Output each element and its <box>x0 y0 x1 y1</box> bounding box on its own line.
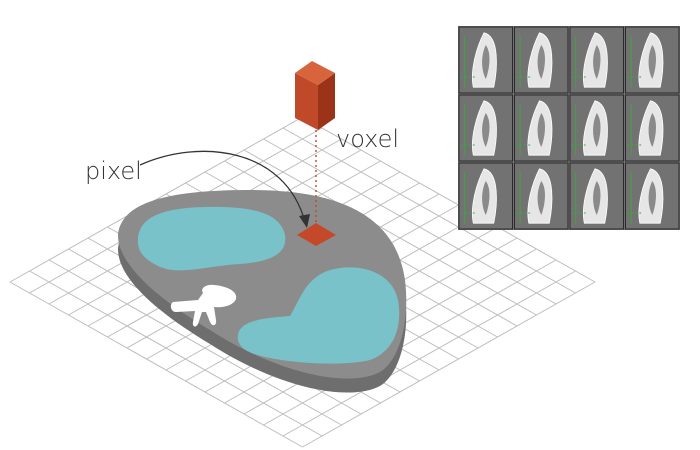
grid-line <box>9 281 303 448</box>
grid-line <box>282 270 576 437</box>
tooth-canal-shape <box>537 45 545 80</box>
grid-line <box>302 281 596 448</box>
body-slice <box>117 190 407 393</box>
pixel-square <box>297 223 336 246</box>
grid-line <box>9 116 303 283</box>
grid-line <box>302 116 596 283</box>
voxel-side-face <box>318 73 335 130</box>
grid-line <box>263 138 557 305</box>
ct-slice-image <box>625 26 680 94</box>
ct-slice-image <box>458 26 513 94</box>
ct-slice-image <box>569 94 624 162</box>
ct-slice-image <box>514 26 569 94</box>
voxel-front-face <box>295 73 318 130</box>
ct-image-panel <box>458 26 680 230</box>
voxel-cube <box>295 61 335 130</box>
tooth-canal-shape <box>593 113 601 148</box>
tooth-canal-shape <box>593 45 601 80</box>
vertebra-shape <box>170 284 237 327</box>
tooth-canal-shape <box>482 45 490 80</box>
left-tissue-region <box>137 206 286 271</box>
grid-line <box>263 259 557 426</box>
pixel-label: pixel <box>85 157 142 185</box>
tooth-canal-shape <box>648 113 656 148</box>
tooth-canal-shape <box>648 45 656 80</box>
voxel-top-face <box>295 61 335 85</box>
ct-slice-image <box>569 26 624 94</box>
grid-line <box>48 259 342 426</box>
grid-line <box>29 270 323 437</box>
ct-slice-image <box>569 162 624 230</box>
tooth-canal-shape <box>537 181 545 216</box>
pixel-arrow <box>139 150 310 228</box>
tooth-canal-shape <box>482 113 490 148</box>
grid-line <box>282 127 576 294</box>
tooth-canal-shape <box>537 113 545 148</box>
right-tissue-region <box>237 267 400 364</box>
ct-slice-image <box>625 162 680 230</box>
tooth-canal-shape <box>593 181 601 216</box>
tooth-canal-shape <box>482 181 490 216</box>
ct-slice-image <box>458 94 513 162</box>
voxel-label: voxel <box>336 125 399 153</box>
ct-slice-image <box>514 162 569 230</box>
ct-slice-image <box>514 94 569 162</box>
tooth-canal-shape <box>648 181 656 216</box>
ct-slice-image <box>458 162 513 230</box>
grid-line <box>243 149 537 316</box>
ct-slice-image <box>625 94 680 162</box>
